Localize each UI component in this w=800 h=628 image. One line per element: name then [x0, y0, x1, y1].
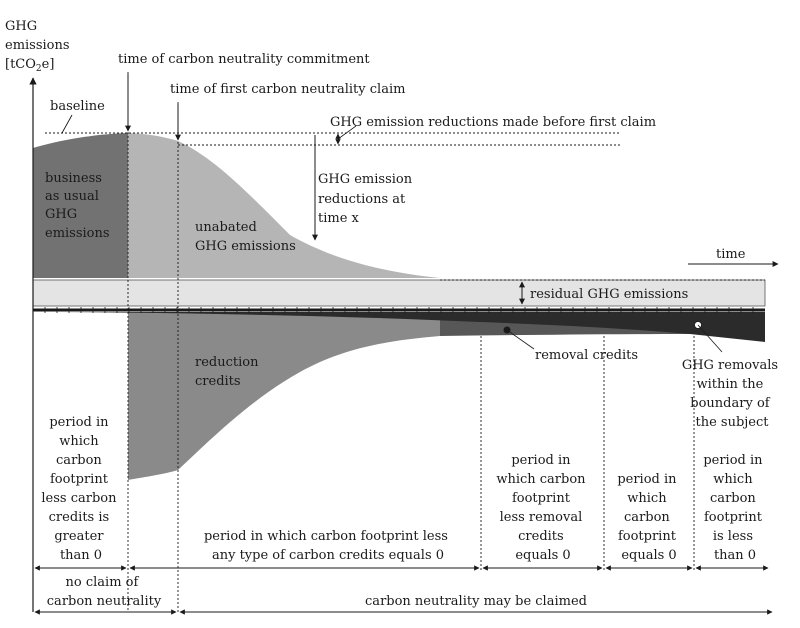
no-claim-label: no claim of carbon neutrality: [47, 575, 162, 609]
may-claim-label: carbon neutrality may be claimed: [365, 594, 587, 609]
business-as-usual-area: [33, 133, 128, 278]
removals-within-leader: [697, 324, 723, 353]
reduction-credits-label: reduction credits: [195, 355, 263, 389]
reduction-credits-area: [128, 312, 440, 480]
time-axis-ticks: [44, 307, 754, 313]
period1-label: period in which carbon footprint less ca…: [41, 415, 120, 563]
baseline-label: baseline: [50, 99, 105, 114]
residual-emissions-band: [32, 279, 766, 307]
removal-credits-label: removal credits: [535, 348, 638, 363]
first-claim-label: time of first carbon neutrality claim: [170, 82, 405, 97]
period4-label: period in which carbon footprint equals …: [617, 472, 680, 563]
removals-within-label: GHG removals within the boundary of the …: [682, 358, 782, 430]
y-axis-label-line3: [tCO2e]: [5, 57, 54, 74]
commitment-label: time of carbon neutrality commitment: [118, 52, 370, 67]
reductions-before-claim-leader: [337, 125, 357, 140]
removal-credits-leader: [506, 329, 535, 350]
time-label: time: [716, 247, 746, 262]
residual-label: residual GHG emissions: [530, 287, 688, 302]
reductions-before-claim-label: GHG emission reductions made before firs…: [330, 115, 656, 130]
baseline-leader: [61, 114, 73, 134]
business-as-usual-label: business as usual GHG emissions: [45, 171, 110, 241]
period3-label: period in which carbon footprint less re…: [496, 453, 589, 563]
ghg-removals-within-boundary-area: [60, 312, 765, 342]
y-axis-label-line1: GHG: [5, 19, 37, 34]
unabated-label: unabated GHG emissions: [195, 220, 296, 254]
unabated-emissions-area: [128, 133, 440, 278]
period2-label: period in which carbon footprint less an…: [204, 529, 452, 563]
period5-label: period in which carbon footprint is less…: [703, 453, 766, 563]
y-axis-label-line2: emissions: [5, 38, 70, 53]
reductions-at-x-label: GHG emission reductions at time x: [318, 172, 416, 226]
